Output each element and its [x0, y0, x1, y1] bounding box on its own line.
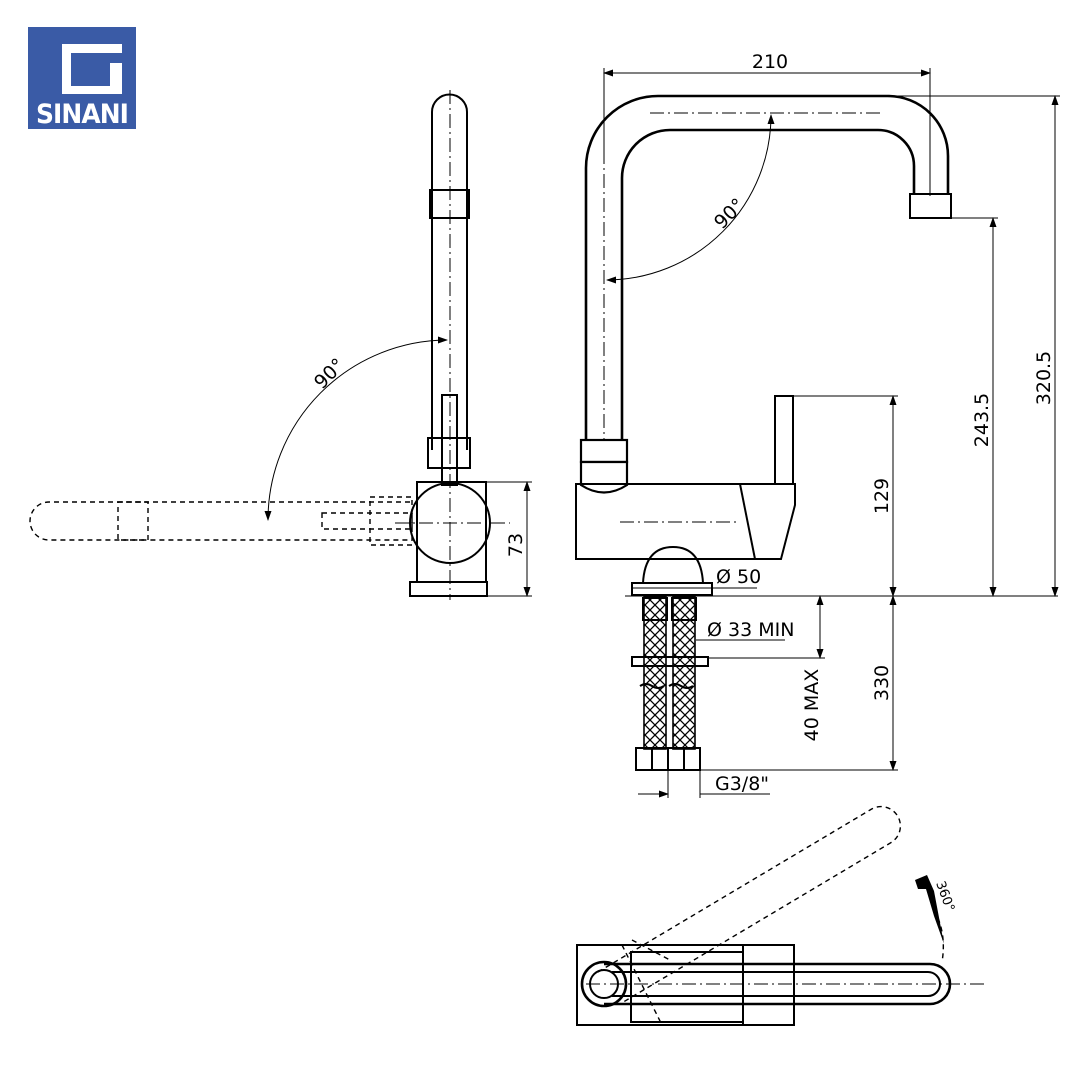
- side-view-lever-collar: [427, 437, 471, 469]
- left-hose-top-fitting: [642, 597, 668, 621]
- side-view-ghost-ring: [117, 501, 149, 541]
- rotation-arrow-tail: [937, 917, 945, 963]
- base-diameter-label: Ø 50: [716, 566, 761, 588]
- thread-label: G3/8": [715, 773, 769, 795]
- front-view-body-joint: [739, 483, 756, 560]
- front-view-angle-arc: [606, 114, 775, 284]
- supply-hoses: [631, 596, 709, 771]
- outlet-height-label: 243.5: [971, 393, 993, 447]
- top-view-ghost-cut: [621, 944, 663, 1026]
- front-view-aerator: [909, 193, 952, 219]
- side-view-angle-arc: [264, 336, 448, 521]
- top-view-ghost-cut-2: [631, 939, 671, 961]
- right-hose-top-fitting: [671, 597, 697, 621]
- front-view-lever: [774, 395, 794, 484]
- front-view-base-dome: [642, 545, 704, 584]
- side-view-base: [409, 581, 488, 597]
- front-view-spout-socket: [579, 460, 629, 494]
- logo-text: SINANI: [36, 99, 128, 130]
- side-view-body-circle: [409, 482, 491, 564]
- hose-length-label: 330: [871, 665, 893, 701]
- top-view-spout-rotated-ghost: [597, 805, 902, 1005]
- front-view: Ø 50 Ø 33 MIN 40 MAX 330 G3/8": [575, 51, 1060, 798]
- hose-break-mark: [639, 683, 694, 689]
- reach-label: 210: [752, 51, 788, 73]
- side-view-lever-horizontal-ghost: [29, 501, 410, 541]
- lever-height-label: 129: [871, 478, 893, 514]
- side-view-ghost-stub: [321, 512, 413, 530]
- top-view-base-plate: [576, 944, 795, 1026]
- front-view-base-ring: [631, 582, 713, 596]
- side-view-ghost-collar: [369, 496, 413, 546]
- sinani-logo: SINANI: [28, 27, 136, 130]
- top-view: 360°: [576, 805, 985, 1026]
- front-view-spout-inner: [620, 128, 916, 445]
- side-view-angle-label: 90°: [310, 354, 349, 393]
- front-view-body: [575, 483, 796, 560]
- overall-height-label: 320.5: [1033, 351, 1055, 405]
- logo-mark: [62, 44, 122, 94]
- front-view-spout-outer: [584, 94, 950, 445]
- rotation-arrow: [915, 875, 944, 944]
- top-view-spout-pivot: [580, 960, 628, 1008]
- front-view-angle-label: 90°: [710, 194, 749, 233]
- counter-thickness-label: 40 MAX: [801, 669, 823, 742]
- side-view-body: [416, 481, 487, 583]
- hole-diameter-label: Ø 33 MIN: [707, 619, 794, 641]
- front-view-spout-collar: [579, 438, 629, 464]
- side-view: 90° 73: [29, 90, 532, 600]
- top-view-body: [630, 951, 744, 1023]
- top-view-lever-block: [742, 944, 795, 1026]
- mounting-nut: [631, 656, 709, 667]
- body-height-label: 73: [505, 533, 527, 557]
